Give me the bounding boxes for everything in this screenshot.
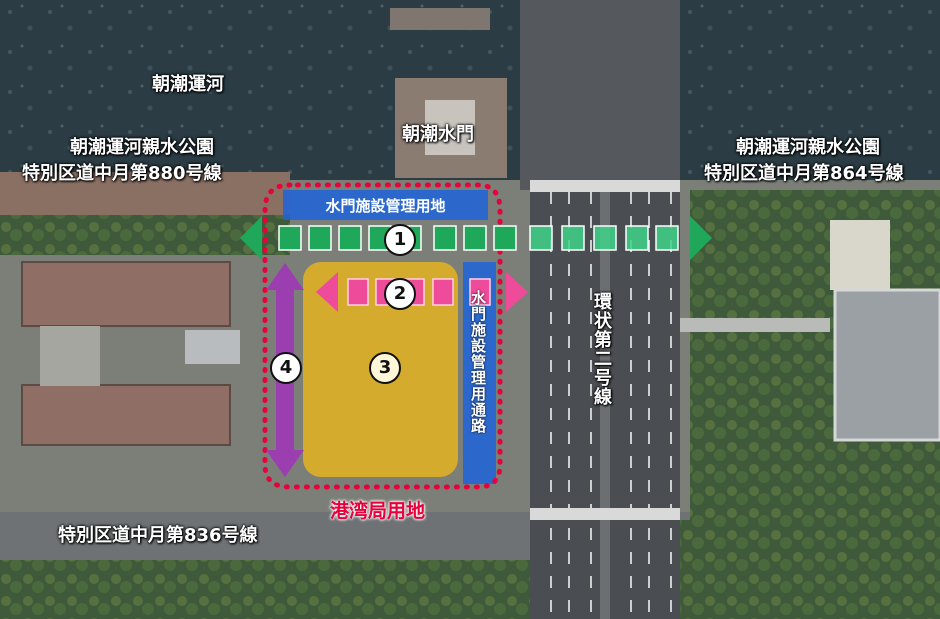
trees-bottom-right [660,520,940,619]
highway-bridge [520,0,680,190]
label-road-864: 特別区道中月第864号線 [704,163,904,184]
crosswalk-bottom [530,508,680,520]
pedestrian-bridge [680,318,830,332]
label-facility-road: 水門施設管理用通路 [469,290,487,434]
road-median [600,180,610,619]
building-right-small [830,220,890,290]
trees-bottom-left [0,560,540,619]
building-left-annex [185,330,240,364]
label-water-gate: 朝潮水門 [402,124,474,145]
crosswalk-top [530,180,680,192]
label-canal: 朝潮運河 [152,74,224,95]
boat [390,8,490,30]
trees-left-strip [0,215,290,255]
label-road-880: 特別区道中月第880号線 [22,163,222,184]
building-left-upper [21,261,231,327]
facility-land-band [283,190,488,220]
label-park-left: 朝潮運河親水公園 [70,137,214,158]
marker-4: 4 [270,352,302,384]
label-port-land: 港湾局用地 [330,500,426,522]
label-park-right: 朝潮運河親水公園 [736,137,880,158]
marker-3: 3 [369,352,401,384]
building-right-large [833,288,940,442]
label-facility-land: 水門施設管理用地 [325,197,446,215]
label-ring-road: 環状第二号線 [591,292,612,406]
label-road-836: 特別区道中月第836号線 [58,525,258,546]
marker-1: 1 [384,224,416,256]
port-land-boundary [262,182,503,490]
building-left-lower [21,384,231,446]
building-left-core [40,326,100,386]
water-gate-tower [425,100,475,155]
marker-2: 2 [384,278,416,310]
